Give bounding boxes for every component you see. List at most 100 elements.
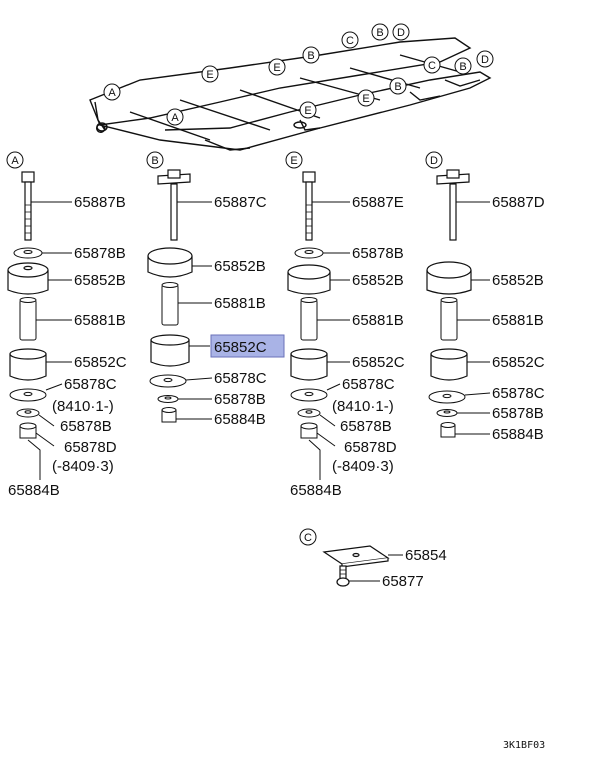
date-note: (-8409·3) xyxy=(52,458,114,475)
part-label[interactable]: 65878C xyxy=(64,376,117,393)
frame-marker-C2: C xyxy=(423,56,441,74)
washer-icon xyxy=(9,388,47,402)
part-label[interactable]: 65881B xyxy=(352,312,404,329)
column-e: E 65887E 65878B 65852B 65881B 65852C 658… xyxy=(285,151,405,499)
part-label[interactable]: 65884B xyxy=(290,482,342,499)
washer-icon xyxy=(290,388,328,402)
chassis-frame-illustration xyxy=(89,37,492,151)
nut-icon xyxy=(300,422,318,439)
svg-text:B: B xyxy=(459,61,466,73)
svg-text:A: A xyxy=(171,112,179,124)
bushing-icon xyxy=(9,348,47,381)
diagram-code: 3K1BF03 xyxy=(503,740,545,751)
nut-icon xyxy=(440,422,456,438)
bushing-icon xyxy=(7,262,49,295)
frame-marker-B3: B xyxy=(454,57,472,75)
column-marker-d: D xyxy=(425,151,443,169)
frame-location-markers: A A E E B C B D C B D E E B xyxy=(103,23,494,126)
part-label[interactable]: 65884B xyxy=(492,426,544,443)
svg-text:B: B xyxy=(376,27,383,39)
part-label[interactable]: 65887D xyxy=(492,194,545,211)
column-b: B 65887C 65852B 65881B 65852C 65878C 658… xyxy=(146,151,285,428)
column-marker-a: A xyxy=(6,151,24,169)
frame-marker-E1: E xyxy=(201,65,219,83)
screw-icon xyxy=(336,565,350,587)
bushing-icon xyxy=(290,348,328,381)
column-a: A 65887B 65878B 65852B 65881B 65852C 658 xyxy=(6,151,127,499)
bushing-icon xyxy=(287,264,331,295)
frame-marker-E2: E xyxy=(268,58,286,76)
part-label[interactable]: 65878C xyxy=(342,376,395,393)
part-label[interactable]: 65878C xyxy=(214,370,267,387)
part-label[interactable]: 65878D xyxy=(64,439,117,456)
part-label[interactable]: 65852C xyxy=(352,354,405,371)
part-label[interactable]: 65852C xyxy=(492,354,545,371)
washer-icon xyxy=(149,374,187,388)
part-label[interactable]: 65878B xyxy=(60,418,112,435)
part-label[interactable]: 65854 xyxy=(405,547,447,564)
frame-marker-A2: A xyxy=(166,108,184,126)
bushing-icon xyxy=(147,247,193,278)
part-label[interactable]: 65884B xyxy=(8,482,60,499)
svg-text:C: C xyxy=(428,60,436,72)
bushing-icon xyxy=(426,261,472,295)
svg-text:E: E xyxy=(273,62,280,74)
svg-text:A: A xyxy=(11,155,19,167)
part-label[interactable]: 65878C xyxy=(492,385,545,402)
frame-marker-E4: E xyxy=(357,89,375,107)
svg-text:D: D xyxy=(430,155,438,167)
washer-icon xyxy=(297,408,321,418)
frame-marker-D1: D xyxy=(392,23,410,41)
part-label[interactable]: 65878B xyxy=(340,418,392,435)
sleeve-icon xyxy=(161,282,179,326)
part-label[interactable]: 65852C xyxy=(74,354,127,371)
part-label[interactable]: 65881B xyxy=(214,295,266,312)
part-label[interactable]: 65878B xyxy=(214,391,266,408)
part-label[interactable]: 65881B xyxy=(492,312,544,329)
part-label[interactable]: 65881B xyxy=(74,312,126,329)
part-label[interactable]: 65887B xyxy=(74,194,126,211)
washer-icon xyxy=(157,395,179,403)
bolt-icon xyxy=(157,169,191,241)
svg-text:B: B xyxy=(307,50,314,62)
part-label[interactable]: 65878B xyxy=(352,245,404,262)
washer-icon xyxy=(294,247,324,259)
column-marker-e: E xyxy=(285,151,303,169)
part-label[interactable]: 65887C xyxy=(214,194,267,211)
nut-icon xyxy=(161,407,177,423)
part-label[interactable]: 65852B xyxy=(74,272,126,289)
frame-marker-C1: C xyxy=(341,31,359,49)
part-label[interactable]: 65852B xyxy=(214,258,266,275)
svg-text:E: E xyxy=(206,69,213,81)
highlighted-part-label[interactable]: 65852C xyxy=(214,339,267,356)
detail-c: C 65854 65877 xyxy=(299,528,447,590)
part-label[interactable]: 65852B xyxy=(352,272,404,289)
part-label[interactable]: 65878D xyxy=(344,439,397,456)
svg-text:B: B xyxy=(394,81,401,93)
svg-text:E: E xyxy=(362,93,369,105)
svg-text:B: B xyxy=(151,155,158,167)
nut-icon xyxy=(19,422,37,439)
column-marker-b: B xyxy=(146,151,164,169)
svg-text:E: E xyxy=(290,155,297,167)
date-note: (8410·1-) xyxy=(332,398,394,415)
date-note: (-8409·3) xyxy=(332,458,394,475)
plate-icon xyxy=(322,545,390,568)
part-label[interactable]: 65878B xyxy=(492,405,544,422)
frame-marker-B1: B xyxy=(302,46,320,64)
part-label[interactable]: 65884B xyxy=(214,411,266,428)
part-label[interactable]: 65852B xyxy=(492,272,544,289)
washer-icon xyxy=(16,408,40,418)
frame-marker-B2: B xyxy=(371,23,389,41)
bushing-icon xyxy=(430,348,468,381)
part-label[interactable]: 65887E xyxy=(352,194,404,211)
sleeve-icon xyxy=(19,297,37,341)
sleeve-icon xyxy=(440,297,458,341)
svg-text:A: A xyxy=(108,87,116,99)
part-label[interactable]: 65877 xyxy=(382,573,424,590)
svg-text:E: E xyxy=(304,105,311,117)
bolt-icon xyxy=(302,171,316,241)
part-label[interactable]: 65878B xyxy=(74,245,126,262)
frame-marker-D2: D xyxy=(476,50,494,68)
